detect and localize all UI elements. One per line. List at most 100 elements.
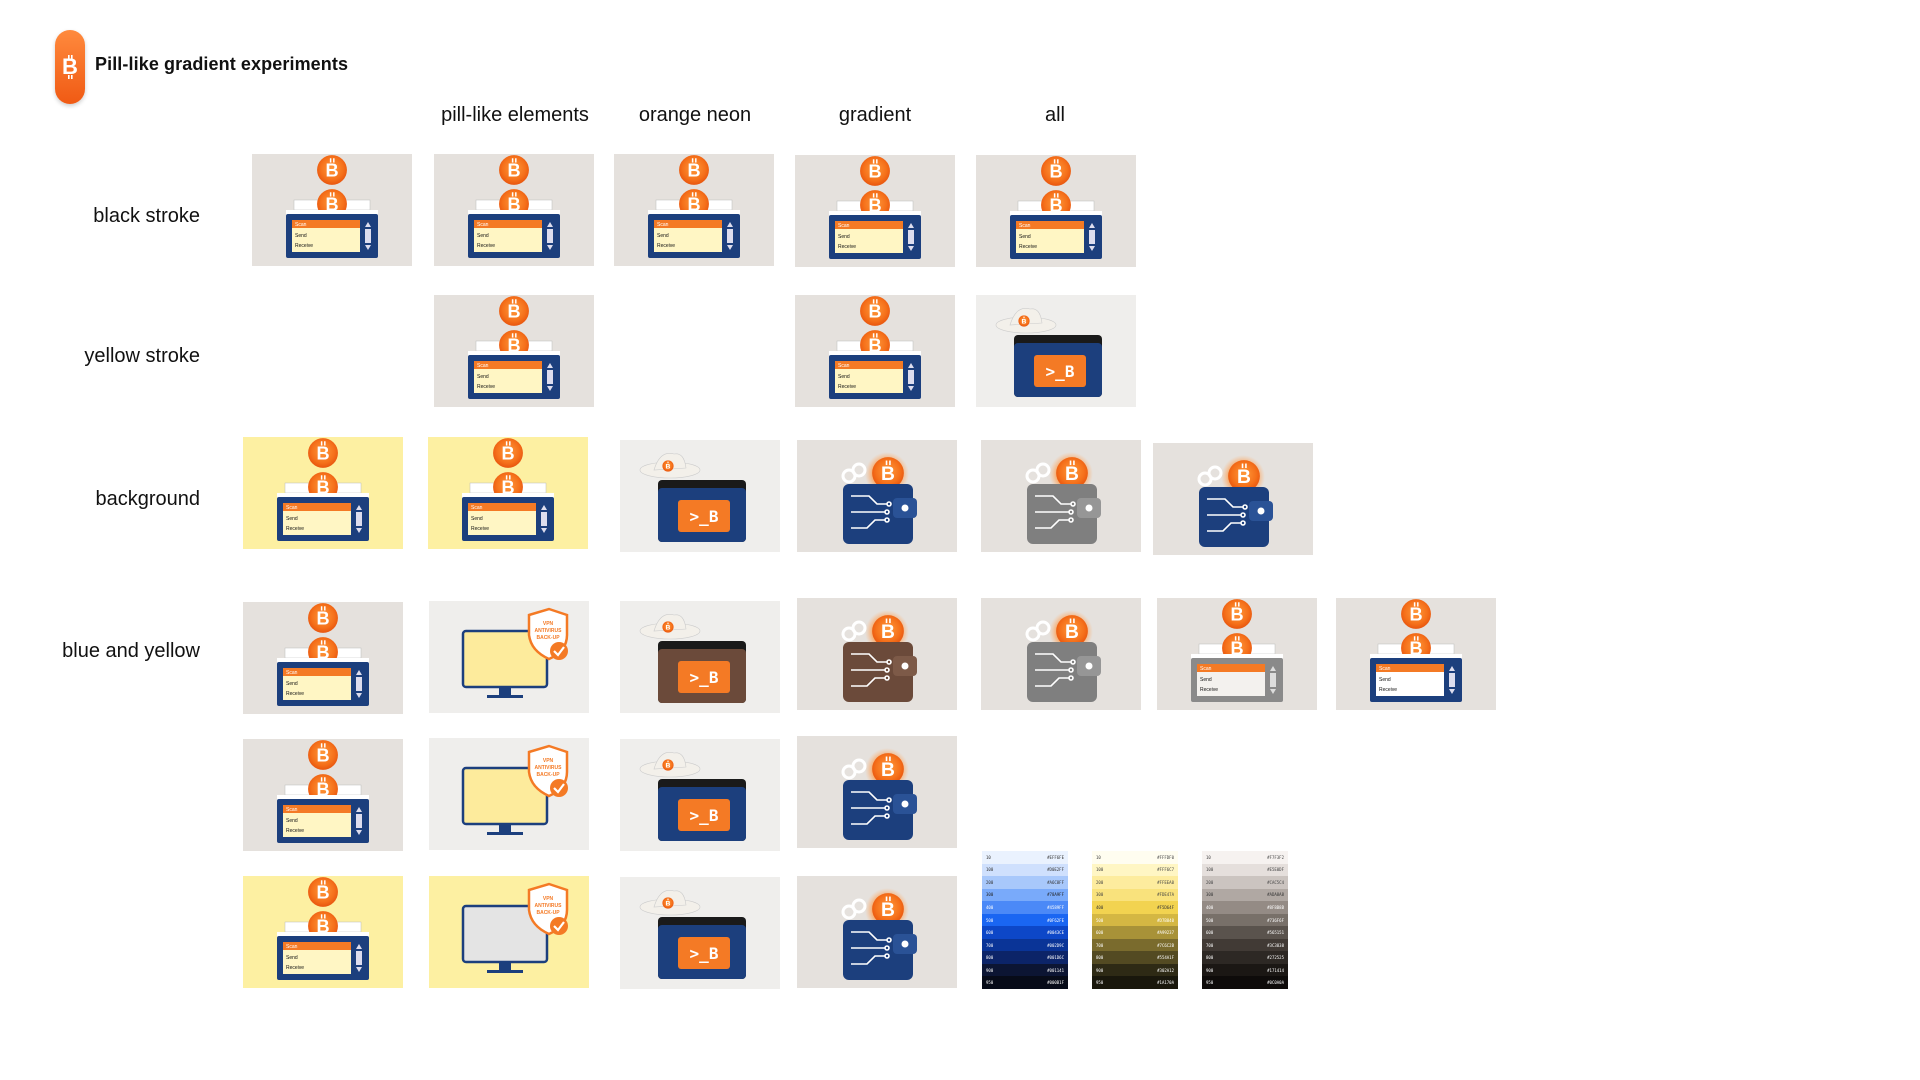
- palette-swatch: 900 #001141: [982, 963, 1068, 977]
- column-header-pill-like-elements: pill-like elements: [441, 104, 589, 126]
- swatch-step: 700: [1096, 942, 1104, 948]
- palette-swatch: 400 #F5D64F: [1092, 901, 1178, 914]
- swatch-step: 300: [986, 892, 994, 898]
- swatch-step: 500: [1096, 917, 1104, 923]
- palette-swatch: 500 #0F62FE: [982, 913, 1068, 927]
- atm-illustration-tile[interactable]: [795, 155, 955, 267]
- atm-illustration-tile[interactable]: [1336, 598, 1496, 710]
- swatch-step: 700: [986, 942, 994, 948]
- terminal-wallet-tile[interactable]: [976, 295, 1136, 407]
- atm-illustration-tile[interactable]: [243, 602, 403, 714]
- swatch-hex: #FFFDF0: [1157, 854, 1174, 860]
- swatch-hex: #F7F3F2: [1267, 854, 1284, 860]
- column-header-all: all: [1044, 104, 1065, 126]
- terminal-wallet-tile[interactable]: [620, 877, 780, 989]
- swatch-hex: #001D6C: [1047, 955, 1064, 961]
- circuit-wallet-tile[interactable]: [1153, 443, 1313, 555]
- swatch-hex: #272525: [1267, 955, 1284, 961]
- palette-swatch: 300#FDE47A: [1092, 888, 1178, 902]
- palette-swatch: 400#4589FF: [982, 901, 1068, 914]
- swatch-step: 100: [1096, 867, 1104, 873]
- palette-swatch: 600#A99237: [1092, 926, 1178, 939]
- swatch-hex: #F5D64F: [1157, 904, 1174, 910]
- swatch-step: 300: [1096, 892, 1104, 898]
- swatch-hex: #8F8B8B: [1267, 904, 1284, 910]
- atm-illustration-tile[interactable]: [795, 295, 955, 407]
- swatch-step: 10: [986, 854, 991, 860]
- swatch-hex: #FFF6C7: [1157, 867, 1174, 873]
- swatch-step: 950: [986, 980, 994, 986]
- swatch-step: 100: [1206, 867, 1214, 873]
- atm-illustration-tile[interactable]: [614, 154, 774, 266]
- swatch-hex: #7C6C2B: [1157, 942, 1174, 948]
- swatch-hex: #0F62FE: [1047, 917, 1064, 923]
- swatch-step: 10: [1096, 854, 1101, 860]
- swatch-hex: #1A170A: [1157, 980, 1174, 986]
- atm-illustration-tile[interactable]: [243, 876, 403, 988]
- swatch-hex: #302A12: [1157, 967, 1174, 973]
- swatch-hex: #001141: [1047, 967, 1064, 973]
- palette-swatch: 800#272525: [1202, 951, 1288, 964]
- circuit-wallet-tile[interactable]: [981, 440, 1141, 552]
- atm-illustration-tile[interactable]: [252, 154, 412, 266]
- palette-swatch: 10 #EFF6FE: [982, 851, 1068, 864]
- circuit-wallet-tile[interactable]: [981, 598, 1141, 710]
- atm-illustration-tile[interactable]: [243, 739, 403, 851]
- circuit-wallet-tile[interactable]: [797, 876, 957, 988]
- palette-swatch: 950#1A170A: [1092, 976, 1178, 990]
- circuit-wallet-tile[interactable]: [797, 440, 957, 552]
- palette-swatch: 900#171414: [1202, 963, 1288, 977]
- swatch-step: 900: [986, 967, 994, 973]
- row-header-background: background: [95, 488, 200, 510]
- palette-swatch: 200#A6C8FF: [982, 876, 1068, 889]
- swatch-step: 800: [986, 955, 994, 961]
- swatch-step: 400: [1096, 904, 1104, 910]
- swatch-step: 600: [986, 930, 994, 936]
- swatch-hex: #CAC5C4: [1267, 879, 1284, 885]
- row-header-yellow-stroke: yellow stroke: [84, 345, 200, 367]
- swatch-hex: #4589FF: [1047, 904, 1064, 910]
- palette-swatch: 300#ADA8A8: [1202, 888, 1288, 902]
- palette-swatch: 100 #FFF6C7: [1092, 863, 1178, 877]
- palette-swatch: 300#78A9FF: [982, 888, 1068, 902]
- atm-illustration-tile[interactable]: [428, 437, 588, 549]
- circuit-wallet-tile[interactable]: [797, 736, 957, 848]
- swatch-hex: #736F6F: [1267, 917, 1284, 923]
- terminal-wallet-tile[interactable]: [620, 601, 780, 713]
- terminal-wallet-tile[interactable]: [620, 440, 780, 552]
- palette-swatch: 500#736F6F: [1202, 913, 1288, 927]
- atm-illustration-tile[interactable]: [243, 437, 403, 549]
- antivirus-monitor-tile[interactable]: [429, 876, 589, 988]
- row-header-blue-and-yellow: blue and yellow: [62, 640, 200, 662]
- palette-swatch: 500#D7B840: [1092, 913, 1178, 927]
- antivirus-monitor-tile[interactable]: [429, 601, 589, 713]
- swatch-step: 100: [986, 867, 994, 873]
- palette-swatch: 800 #554A1F: [1092, 951, 1178, 964]
- swatch-hex: #554A1F: [1157, 955, 1174, 961]
- antivirus-monitor-tile[interactable]: [429, 738, 589, 850]
- swatch-hex: #D0E2FF: [1047, 867, 1064, 873]
- palette-swatch: 200#FFEEA0: [1092, 876, 1178, 889]
- circuit-wallet-tile[interactable]: [797, 598, 957, 710]
- palette-swatch: 10 #FFFDF0: [1092, 851, 1178, 864]
- palette-swatch: 600#565151: [1202, 926, 1288, 939]
- swatch-step: 900: [1096, 967, 1104, 973]
- atm-illustration-tile[interactable]: [1157, 598, 1317, 710]
- swatch-step: 800: [1096, 955, 1104, 961]
- atm-illustration-tile[interactable]: [976, 155, 1136, 267]
- terminal-wallet-tile[interactable]: [620, 739, 780, 851]
- palette-swatch: 100#E5E0DF: [1202, 863, 1288, 877]
- palette-swatch: 700#3C3838: [1202, 938, 1288, 952]
- atm-illustration-tile[interactable]: [434, 154, 594, 266]
- swatch-step: 600: [1206, 930, 1214, 936]
- atm-illustration-tile[interactable]: [434, 295, 594, 407]
- swatch-step: 950: [1206, 980, 1214, 986]
- swatch-step: 900: [1206, 967, 1214, 973]
- swatch-step: 500: [986, 917, 994, 923]
- row-header-black-stroke: black stroke: [93, 205, 200, 227]
- swatch-hex: #EFF6FE: [1047, 854, 1064, 860]
- swatch-step: 700: [1206, 942, 1214, 948]
